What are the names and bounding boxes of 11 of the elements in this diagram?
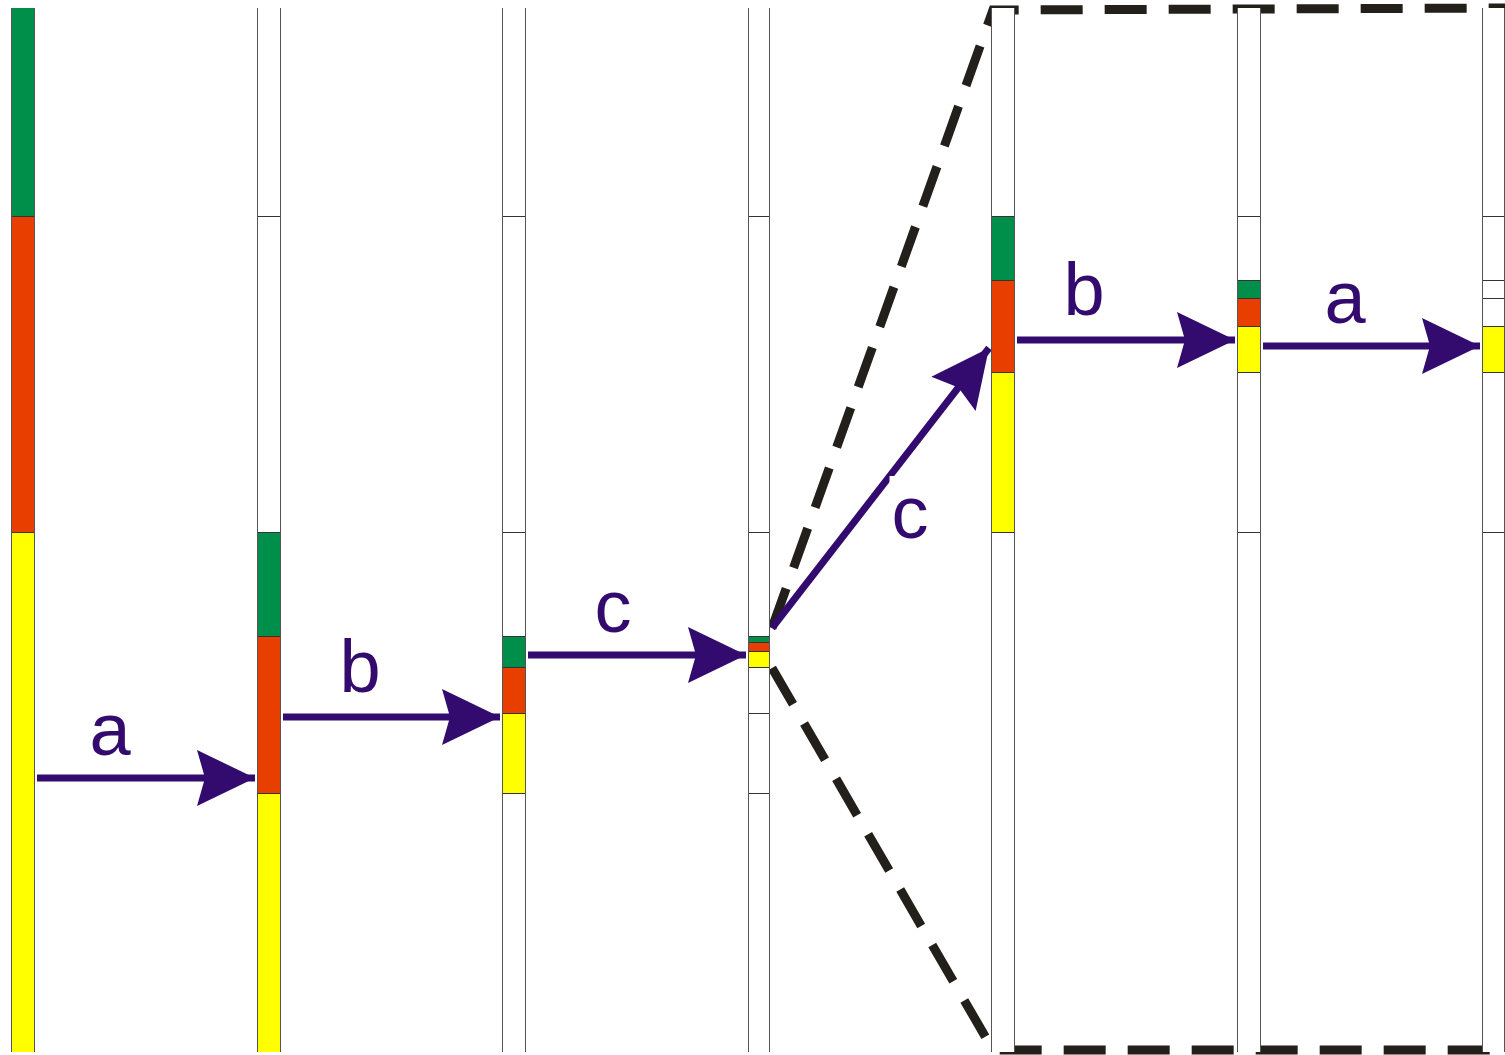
arrow <box>1017 312 1235 368</box>
segmented-bar <box>1237 8 1261 1052</box>
arrow <box>528 627 746 683</box>
arrow <box>1263 318 1480 374</box>
segmented-bar <box>1482 8 1505 1052</box>
segmented-bar <box>991 8 1015 1052</box>
segmented-bar <box>257 8 281 1052</box>
arrow <box>283 689 500 745</box>
arrow <box>769 345 992 631</box>
arrow <box>37 750 255 806</box>
segmented-bar <box>11 8 35 1052</box>
